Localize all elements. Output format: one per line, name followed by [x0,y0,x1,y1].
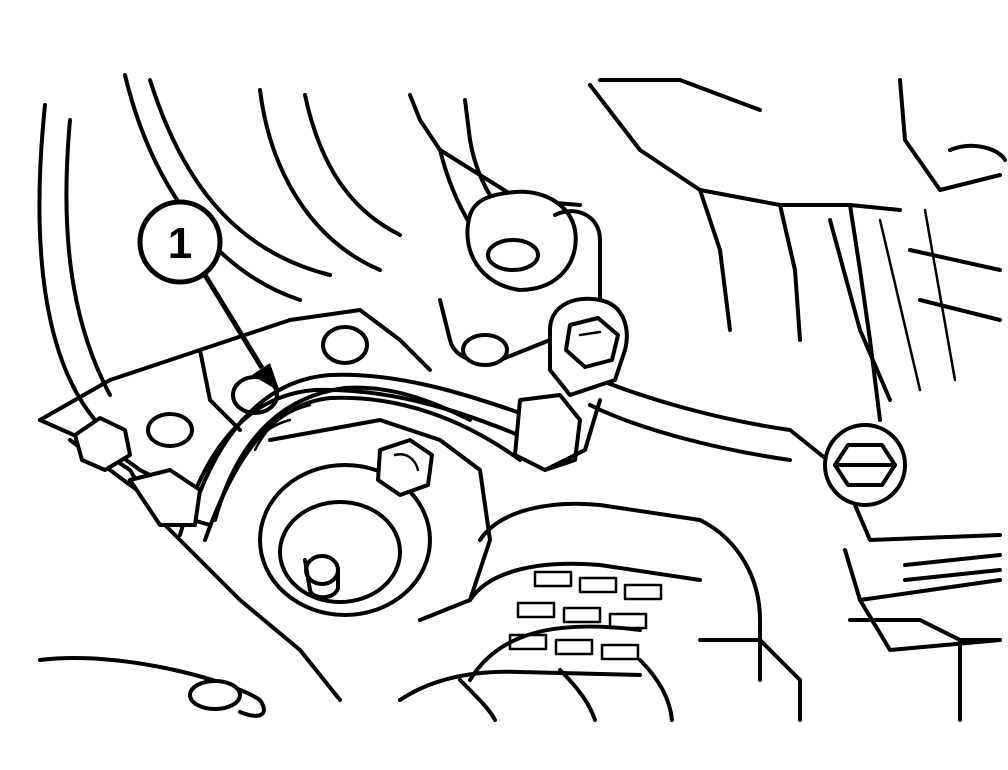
strap-bolt-left [73,416,132,472]
right-flange [588,378,1002,652]
callout-number: 1 [168,219,192,268]
callout-leader-line [202,273,265,370]
idler-pulley [258,418,492,622]
mount-hole [146,412,194,448]
callout-arrowhead [252,363,280,392]
callout-circle [137,199,223,285]
pulley-center-stud [304,554,340,586]
strap-terminal-right [513,393,582,472]
pulley-nut [376,438,434,497]
bracket-bolt-hole [486,238,540,272]
ground-strap [68,372,602,542]
callout-1: 1 [137,199,280,392]
lower-hole [188,679,242,711]
right-connector [438,296,629,397]
upper-bracket [408,93,602,302]
mount-stud-right [321,325,369,365]
strap-terminal-left [128,468,202,527]
connector-bolt-head [564,316,620,369]
connector-hole [461,333,509,367]
left-mount-bracket [38,308,432,718]
alternator-vents [508,570,663,661]
right-housing [588,78,1007,422]
alternator [398,501,1002,722]
